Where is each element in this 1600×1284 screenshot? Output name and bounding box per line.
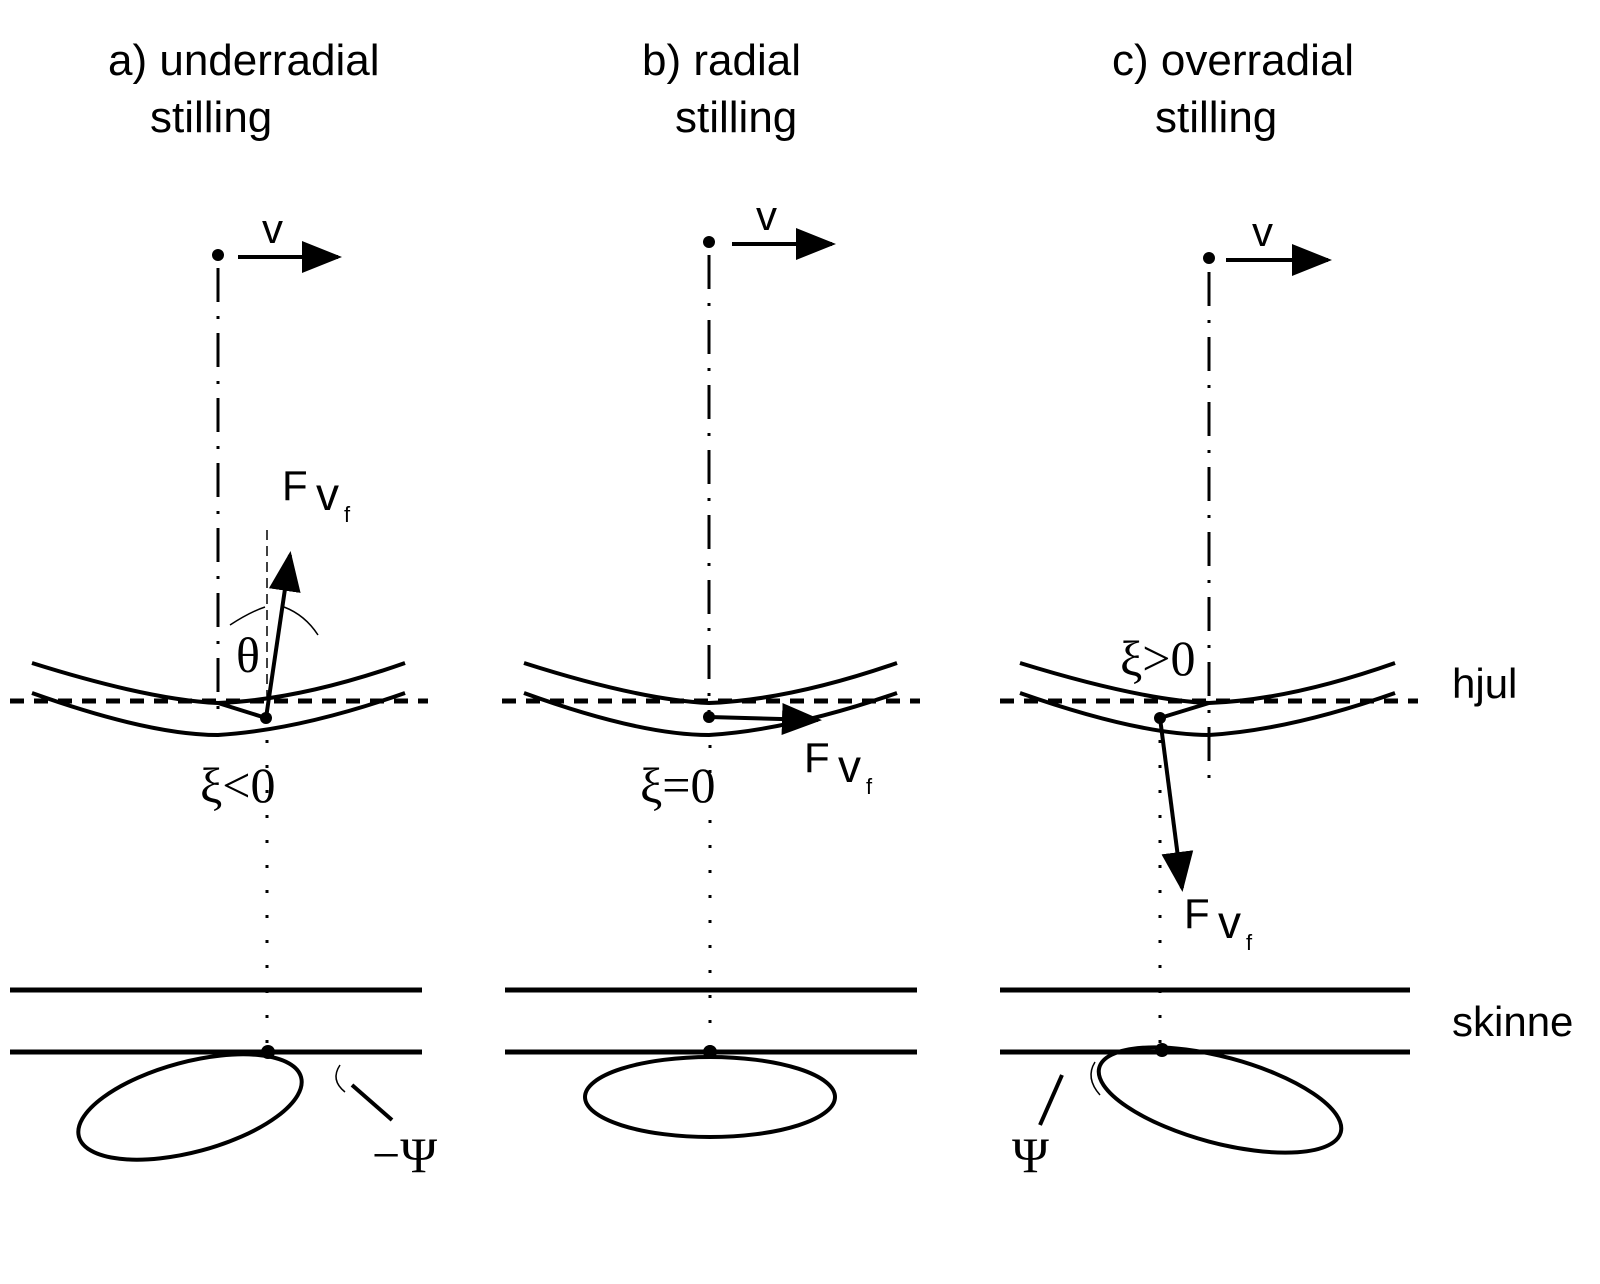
- force-label-v: v: [1218, 896, 1241, 948]
- psi-pointer: [350, 1083, 394, 1122]
- force-label-v: v: [316, 468, 339, 520]
- panel-c-overradial: c) overradial stilling v F v f ξ>0 Ψ: [1000, 36, 1418, 1183]
- force-label-sub: f: [1246, 930, 1253, 955]
- angle-arc-left: [229, 606, 266, 626]
- velocity-label: v: [1252, 208, 1273, 255]
- wheel-flange-lower: [31, 691, 406, 738]
- psi-pointer: [1038, 1074, 1064, 1126]
- force-arrow: [264, 551, 301, 719]
- contact-ellipse: [583, 1055, 837, 1139]
- velocity-label: v: [262, 205, 283, 252]
- xi-label: ξ>0: [1120, 630, 1196, 686]
- angle-arc-right: [283, 606, 319, 636]
- panel-b-title-line1: b) radial: [642, 36, 801, 85]
- wheel-flange-lower: [1019, 691, 1396, 738]
- xi-label: ξ=0: [640, 757, 716, 813]
- panel-b-title-line2: stilling: [675, 93, 797, 142]
- contact-ellipse: [1096, 1045, 1344, 1155]
- panel-c-title-line1: c) overradial: [1112, 36, 1354, 85]
- wheel-flange-upper: [523, 661, 898, 706]
- wheel-flange-lower: [523, 691, 898, 738]
- panel-a-underradial: a) underradial stilling v θ F v f ξ<0 −Ψ: [10, 36, 437, 1183]
- psi-arc: [335, 1064, 346, 1093]
- panel-a-title-line2: stilling: [150, 93, 272, 142]
- psi-arc: [1090, 1061, 1101, 1096]
- theta-label: θ: [236, 627, 260, 683]
- force-label-f: F: [1184, 890, 1210, 937]
- force-label-sub: f: [344, 502, 351, 527]
- axle-point: [703, 236, 715, 248]
- wheel-label: hjul: [1452, 660, 1517, 707]
- rail-contact-point: [1155, 1043, 1169, 1057]
- axle-point: [212, 249, 224, 261]
- force-arrow: [708, 703, 822, 736]
- panel-c-title-line2: stilling: [1155, 93, 1277, 142]
- force-label-sub: f: [866, 774, 873, 799]
- force-label-f: F: [282, 462, 308, 509]
- axle-point: [1203, 252, 1215, 264]
- panel-b-radial: b) radial stilling v F v f ξ=0: [502, 36, 920, 1139]
- offset-line: [1159, 701, 1210, 720]
- offset-line: [217, 701, 267, 720]
- force-label-v: v: [838, 740, 861, 792]
- panel-a-title-line1: a) underradial: [108, 36, 380, 85]
- psi-label: Ψ: [1012, 1127, 1049, 1183]
- contact-ellipse: [76, 1052, 304, 1162]
- force-arrow: [1158, 717, 1194, 892]
- xi-label: ξ<0: [200, 757, 276, 813]
- psi-label: −Ψ: [372, 1127, 437, 1183]
- rail-label: skinne: [1452, 998, 1573, 1045]
- force-label-f: F: [804, 734, 830, 781]
- velocity-label: v: [756, 192, 777, 239]
